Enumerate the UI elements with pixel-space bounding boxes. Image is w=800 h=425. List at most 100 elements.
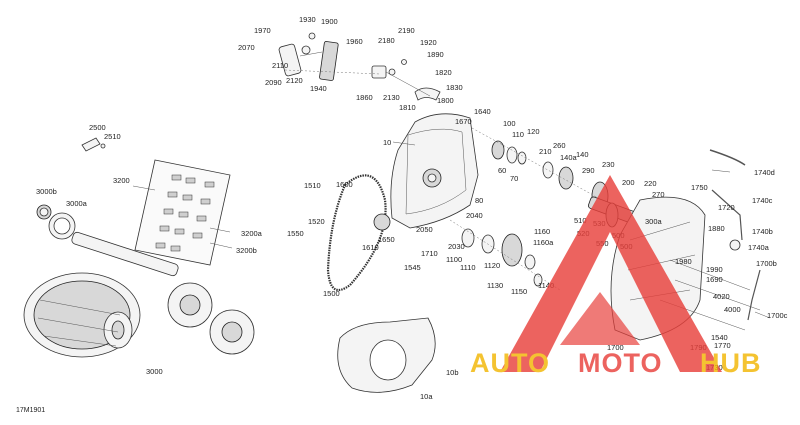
drive-chain	[326, 174, 391, 292]
callout-label: 1800	[437, 96, 454, 105]
watermark-triangle-inner	[560, 292, 640, 345]
callout-label: 1890	[427, 50, 444, 59]
callout-label: 1600	[336, 180, 353, 189]
callout-label: 1500	[323, 289, 340, 298]
callout-label: 210	[539, 147, 552, 156]
callout-label: 70	[510, 174, 518, 183]
watermark-triangle	[500, 175, 722, 372]
drawing-id: 17M1901	[16, 407, 45, 414]
callout-label: 1960	[346, 37, 363, 46]
callout-label: 10	[383, 138, 391, 147]
watermark-text-hub: HUB	[700, 348, 762, 378]
callout-label: 1650	[378, 235, 395, 244]
callout-label: 2180	[378, 36, 395, 45]
watermark-text-auto: AUTO	[470, 348, 550, 378]
drive-sprocket-wheel	[23, 272, 141, 358]
callout-label: 1740c	[752, 196, 773, 205]
callout-label: 1900	[321, 17, 338, 26]
callout-label: 1990	[706, 265, 723, 274]
callout-label: 1740a	[748, 243, 770, 252]
callout-label: 3000b	[36, 187, 57, 196]
callout-label: 1670	[455, 117, 472, 126]
drive-axle	[71, 231, 179, 277]
callout-label: 1940	[310, 84, 327, 93]
callout-label: 2190	[398, 26, 415, 35]
callout-label: 1545	[404, 263, 421, 272]
callout-label: 1150	[511, 287, 527, 296]
callout-label: 1130	[487, 281, 503, 290]
small-parts-left	[36, 137, 106, 240]
callout-label: 1640	[474, 107, 491, 116]
callout-label: 1970	[254, 26, 271, 35]
callout-label: 230	[602, 160, 615, 169]
callout-label: 3000	[146, 367, 163, 376]
callout-label: 80	[475, 196, 483, 205]
watermark-logo: AUTO MOTO HUB	[470, 175, 762, 378]
callout-label: 1520	[308, 217, 325, 226]
callout-label: 1140	[538, 281, 554, 290]
callout-label: 4020	[713, 292, 730, 301]
callout-label: 10b	[446, 368, 459, 377]
callout-label: 2130	[383, 93, 400, 102]
callout-label: 2050	[416, 225, 433, 234]
chaincase-gasket	[337, 317, 436, 393]
callout-label: 510	[574, 216, 587, 225]
callout-label: 1740d	[754, 168, 775, 177]
callout-label: 1120	[484, 261, 500, 270]
callout-label: 1750	[691, 183, 708, 192]
callout-label: 2510	[104, 132, 121, 141]
callout-label: 260	[553, 141, 566, 150]
callout-label: 120	[527, 127, 540, 136]
callout-label: 100	[503, 119, 516, 128]
callout-label: 1160a	[533, 238, 554, 247]
callout-label: 1690	[706, 275, 723, 284]
callout-label: 1920	[420, 38, 437, 47]
callout-label: 290	[582, 166, 595, 175]
watermark-text-moto: MOTO	[578, 348, 663, 378]
callout-label: 1930	[299, 15, 316, 24]
callout-label: 1740b	[752, 227, 773, 236]
callout-label: 200	[622, 178, 635, 187]
callout-label: 1160	[534, 227, 550, 236]
callout-label: 1720	[718, 203, 735, 212]
callout-label: 2030	[448, 242, 465, 251]
callout-label: 2040	[466, 211, 483, 220]
callout-label: 1980	[675, 257, 692, 266]
callout-label: 3200b	[236, 246, 257, 255]
callout-label: 1700b	[756, 259, 777, 268]
callout-label: 60	[498, 166, 506, 175]
track-cleat-set	[134, 159, 231, 266]
callout-label: 300a	[645, 217, 663, 226]
callout-label: 220	[644, 179, 657, 188]
callout-label: 1820	[435, 68, 452, 77]
callout-label: 1100	[446, 255, 462, 264]
callout-label: 140	[576, 150, 589, 159]
shift-linkage-assembly	[278, 32, 441, 101]
callout-label: 1830	[446, 83, 463, 92]
leader-lines	[132, 141, 771, 319]
callout-label: 3000a	[66, 199, 88, 208]
callout-label: 2090	[265, 78, 282, 87]
chaincase-cover	[390, 113, 479, 229]
track-sprockets	[167, 282, 255, 355]
callout-label: 2110	[272, 61, 288, 70]
callout-label: 1880	[708, 224, 725, 233]
callout-label: 2120	[286, 76, 303, 85]
callout-label: 2500	[89, 123, 106, 132]
callout-label: 1710	[421, 249, 438, 258]
callout-label: 3200	[113, 176, 130, 185]
callout-label: 270	[652, 190, 665, 199]
callout-label: 1540	[711, 333, 728, 342]
callout-label: 1810	[399, 103, 416, 112]
callout-label: 1860	[356, 93, 373, 102]
callout-label: 10a	[420, 392, 433, 401]
callout-label: 110	[512, 130, 524, 139]
callout-label: 1700c	[767, 311, 788, 320]
callout-label: 2070	[238, 43, 255, 52]
callout-label: 1610	[362, 243, 379, 252]
callout-label: 1700	[607, 343, 624, 352]
callout-label: 140a	[560, 153, 578, 162]
callout-label: 1770	[714, 341, 731, 350]
callout-label: 1110	[460, 263, 476, 272]
